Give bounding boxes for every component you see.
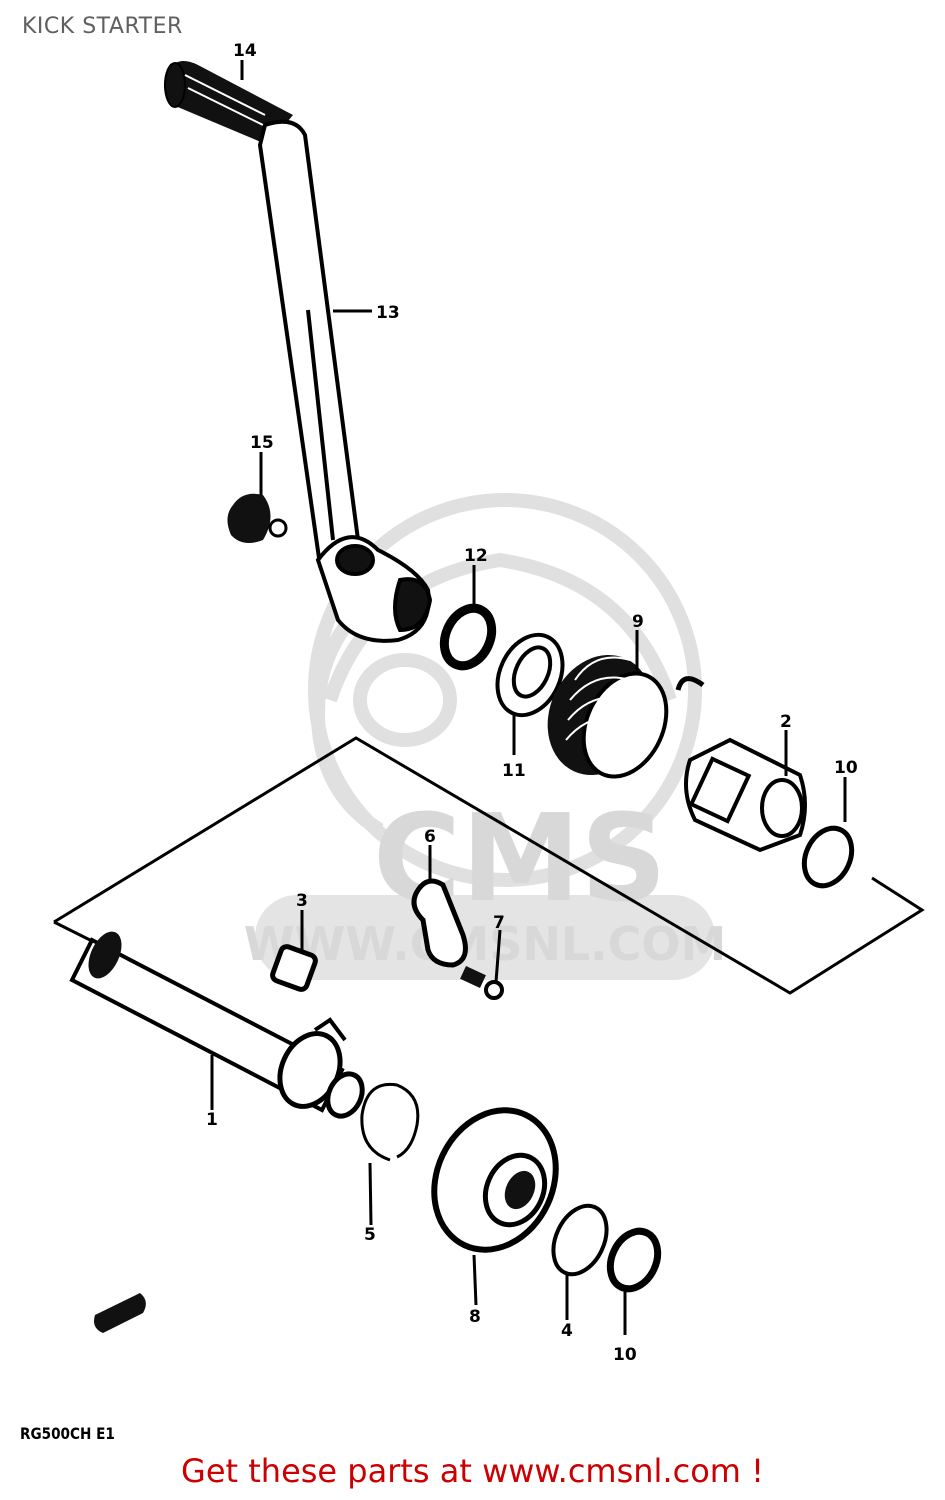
part-7-pin[interactable] — [460, 966, 504, 1000]
label-10-lower: 10 — [613, 1345, 637, 1365]
label-8: 8 — [469, 1307, 481, 1327]
label-3: 3 — [296, 891, 308, 911]
label-2: 2 — [780, 712, 792, 732]
small-part-screw[interactable] — [94, 1293, 146, 1333]
page-title: KICK STARTER — [22, 14, 183, 39]
label-4: 4 — [561, 1321, 573, 1341]
label-7: 7 — [493, 913, 505, 933]
part-9-return-spring[interactable] — [528, 638, 705, 793]
part-10-circlip-upper[interactable] — [795, 821, 860, 894]
part-1-shaft[interactable] — [69, 926, 369, 1121]
cta-link[interactable]: Get these parts at www.cmsnl.com ! — [181, 1452, 764, 1490]
label-13: 13 — [376, 303, 400, 323]
part-labels: 14 13 15 12 11 9 2 10 3 6 7 1 5 8 4 10 — [206, 41, 858, 1365]
cta-banner[interactable]: Get these parts at www.cmsnl.com ! — [0, 1452, 945, 1490]
label-12: 12 — [464, 546, 488, 566]
label-10-upper: 10 — [834, 758, 858, 778]
label-15: 15 — [250, 433, 274, 453]
label-5: 5 — [364, 1225, 376, 1245]
label-9: 9 — [632, 612, 644, 632]
part-12-oil-seal[interactable] — [435, 601, 500, 674]
part-10-circlip-lower[interactable] — [601, 1224, 666, 1297]
case-outline — [53, 736, 925, 995]
part-14-grip[interactable] — [164, 61, 293, 145]
label-14: 14 — [233, 41, 257, 61]
part-6-pawl[interactable] — [411, 878, 468, 968]
part-4-washer[interactable] — [543, 1197, 617, 1283]
part-2-guide[interactable] — [684, 737, 807, 853]
label-1: 1 — [206, 1110, 218, 1130]
part-15-bolt[interactable] — [227, 493, 288, 544]
part-11-washer[interactable] — [485, 624, 575, 725]
watermark-url: WWW.CMSNL.COM — [244, 917, 727, 971]
part-8-gear[interactable] — [412, 1090, 578, 1270]
model-code: RG500CH E1 — [20, 1424, 115, 1443]
label-11: 11 — [502, 761, 526, 781]
part-5-circlip[interactable] — [360, 1082, 420, 1162]
label-6: 6 — [424, 827, 436, 847]
part-13-lever[interactable] — [257, 119, 433, 643]
part-3-stopper[interactable] — [270, 944, 318, 992]
leader-lines — [210, 60, 847, 1335]
